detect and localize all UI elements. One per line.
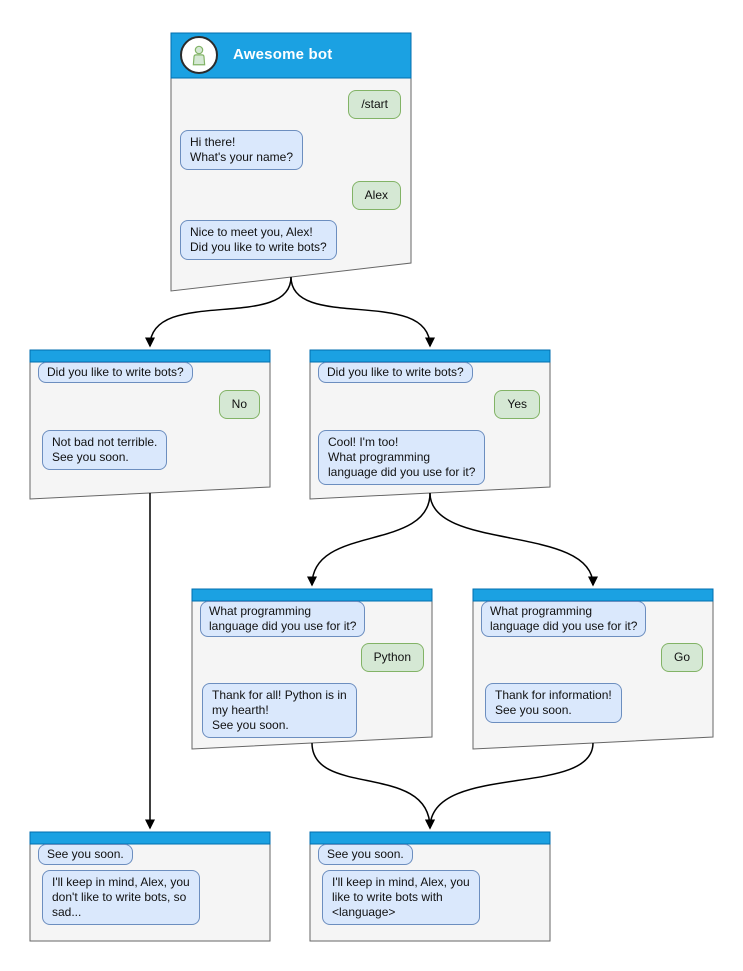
edge-go-to-end <box>425 742 594 830</box>
node-end-yes-messages: See you soon. I'll keep in mind, Alex, y… <box>310 844 550 939</box>
message-bubble-bot: I'll keep in mind, Alex, you like to wri… <box>322 870 480 925</box>
node-end-yes-header <box>309 831 551 845</box>
node-branch-go-header <box>472 588 714 602</box>
bot-title: Awesome bot <box>233 46 333 63</box>
node-branch-yes-messages: Did you like to write bots? Yes Cool! I'… <box>310 362 550 492</box>
edge-root-to-no <box>145 276 292 348</box>
node-branch-no-messages: Did you like to write bots? No Not bad n… <box>30 362 270 492</box>
message-bubble-user: Alex <box>351 181 401 210</box>
message-bubble-bot: Thank for all! Python is in my hearth! S… <box>202 683 357 738</box>
message-bubble-bot: Did you like to write bots? <box>38 362 193 383</box>
node-branch-no-header <box>29 349 271 363</box>
edge-root-to-yes <box>290 276 435 348</box>
edge-yes-to-go <box>429 492 598 587</box>
node-branch-go-messages: What programming language did you use fo… <box>473 601 713 741</box>
edge-python-to-end <box>311 742 435 830</box>
node-branch-python-messages: What programming language did you use fo… <box>192 601 432 741</box>
message-bubble-bot: See you soon. <box>318 844 413 865</box>
message-bubble-bot: Hi there! What's your name? <box>180 130 304 170</box>
message-bubble-bot: Not bad not terrible. See you soon. <box>42 430 168 470</box>
message-bubble-user: Go <box>660 643 703 672</box>
node-end-no-messages: See you soon. I'll keep in mind, Alex, y… <box>30 844 270 939</box>
message-bubble-bot: What programming language did you use fo… <box>481 601 647 637</box>
node-branch-python-header <box>191 588 433 602</box>
message-bubble-bot: Did you like to write bots? <box>318 362 473 383</box>
message-bubble-bot: I'll keep in mind, Alex, you don't like … <box>42 870 200 925</box>
person-icon <box>192 45 206 66</box>
message-bubble-bot: What programming language did you use fo… <box>200 601 366 637</box>
edge-yes-to-python <box>307 492 431 587</box>
node-root-messages: /start Hi there! What's your name? Alex … <box>171 78 411 268</box>
message-bubble-bot: Nice to meet you, Alex! Did you like to … <box>180 220 337 260</box>
message-bubble-bot: See you soon. <box>38 844 133 865</box>
message-bubble-user: No <box>218 390 260 419</box>
message-bubble-bot: Cool! I'm too! What programming language… <box>318 430 486 485</box>
node-end-no-header <box>29 831 271 845</box>
message-bubble-bot: Thank for information! See you soon. <box>485 683 622 723</box>
bot-avatar <box>180 36 218 74</box>
message-bubble-user: Yes <box>494 390 540 419</box>
message-bubble-user: Python <box>360 643 424 672</box>
node-branch-yes-header <box>309 349 551 363</box>
message-bubble-user: /start <box>348 90 401 119</box>
